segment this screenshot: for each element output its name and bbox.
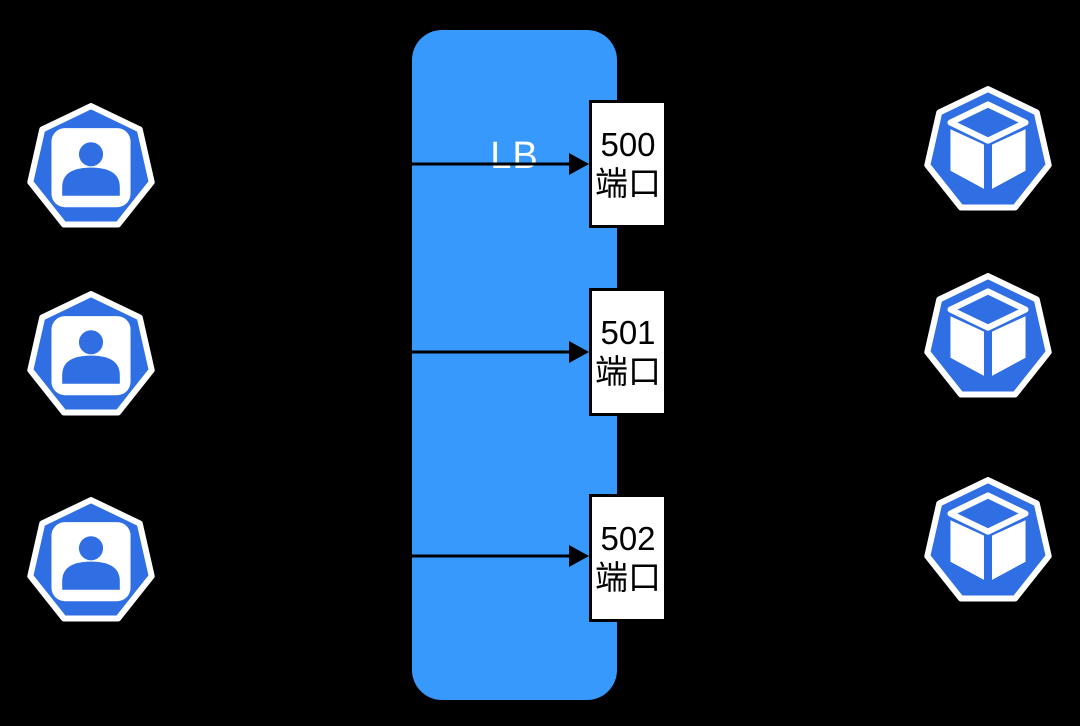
backend-node-1 — [921, 83, 1055, 217]
client-user-node-1 — [24, 100, 158, 234]
backend-node-3 — [921, 474, 1055, 608]
port-box-500: 500 端口 — [589, 100, 667, 228]
port-box-501: 501 端口 — [589, 288, 667, 416]
load-balancer-box: LB — [412, 30, 617, 700]
client-user-node-3 — [24, 494, 158, 628]
port-suffix: 端口 — [595, 353, 661, 390]
port-suffix: 端口 — [595, 559, 661, 596]
user-icon — [27, 291, 155, 416]
port-number: 502 — [600, 520, 656, 557]
cube-node-icon — [924, 273, 1052, 398]
cube-node-icon — [924, 477, 1052, 602]
client-user-node-2 — [24, 288, 158, 422]
port-suffix: 端口 — [595, 165, 661, 202]
cube-node-icon — [924, 86, 1052, 211]
port-box-502: 502 端口 — [589, 494, 667, 622]
user-icon — [27, 103, 155, 228]
load-balancer-label: LB — [490, 135, 539, 177]
port-number: 500 — [600, 126, 656, 163]
backend-node-2 — [921, 270, 1055, 404]
port-number: 501 — [600, 314, 656, 351]
user-icon — [27, 497, 155, 622]
